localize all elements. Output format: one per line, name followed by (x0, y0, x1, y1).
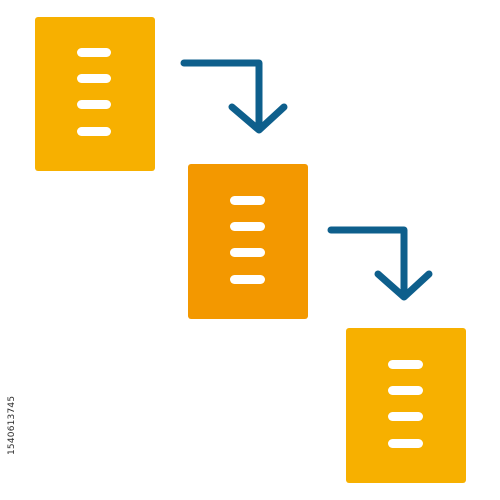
document-1-line-4 (77, 127, 111, 136)
document-3-line-4 (388, 439, 423, 448)
document-2-line-2 (230, 222, 265, 231)
document-3-line-2 (388, 386, 423, 395)
document-2-line-1 (230, 196, 265, 205)
document-3-line-1 (388, 360, 423, 369)
document-1-line-3 (77, 100, 111, 109)
document-2-line-3 (230, 248, 265, 257)
arrow-2 (327, 226, 433, 301)
document-3 (346, 328, 466, 483)
arrow-2-shaft (327, 226, 408, 299)
document-3-page (346, 328, 466, 483)
document-1-line-1 (77, 48, 111, 57)
document-1 (35, 17, 155, 171)
document-2-page (188, 164, 308, 319)
document-1-page (35, 17, 155, 171)
document-3-line-3 (388, 412, 423, 421)
document-2 (188, 164, 308, 319)
arrow-1-shaft (180, 59, 263, 132)
document-2-line-4 (230, 275, 265, 284)
arrow-2-head (374, 270, 433, 301)
stock-id-watermark: 1540613745 (7, 395, 17, 455)
arrow-1-head (228, 103, 288, 134)
document-1-line-2 (77, 74, 111, 83)
arrow-1 (180, 59, 288, 134)
